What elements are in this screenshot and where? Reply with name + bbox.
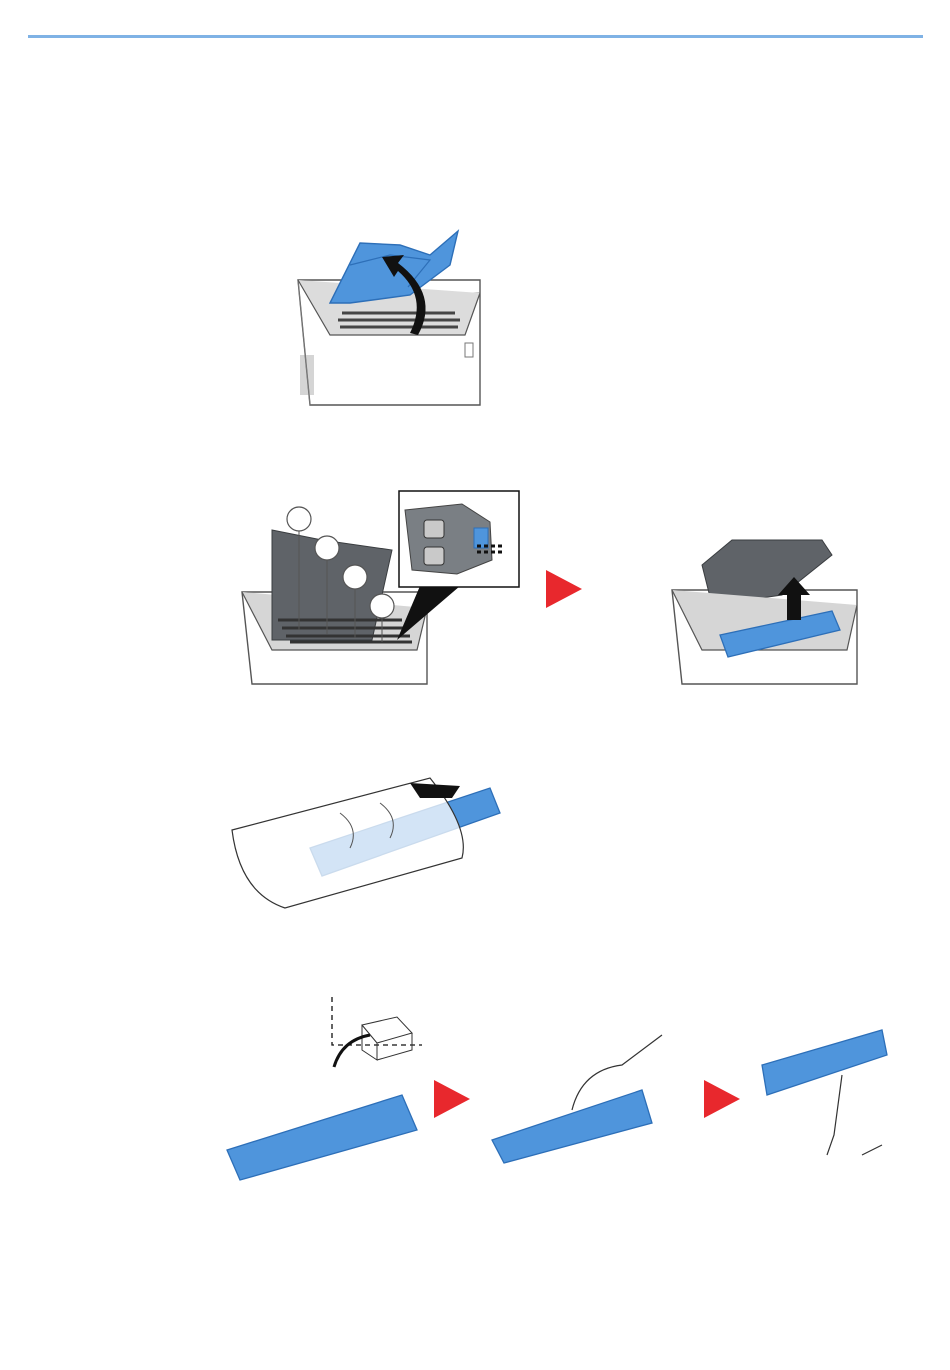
step-arrow-icon [434, 1080, 470, 1118]
figure-unpack-new-toner [222, 995, 892, 1190]
figure-remove-toner [672, 535, 862, 685]
hand-icon [827, 1075, 882, 1155]
printer-icon [298, 280, 480, 405]
unlock-icon [424, 547, 444, 565]
figure-open-top-cover [290, 225, 490, 407]
header-rule [28, 35, 923, 38]
toner-cartridge-icon [762, 1030, 887, 1095]
step-arrow-icon [704, 1080, 740, 1118]
box-icon [332, 997, 422, 1067]
figure-toner-slots [242, 490, 522, 685]
figure-bag-toner [230, 768, 530, 908]
step-arrow-icon [546, 570, 582, 608]
lock-icon [424, 520, 444, 538]
lock-detail-inset [399, 491, 519, 587]
toner-cartridge-icon [492, 1090, 652, 1163]
toner-cartridge-icon [227, 1095, 417, 1180]
